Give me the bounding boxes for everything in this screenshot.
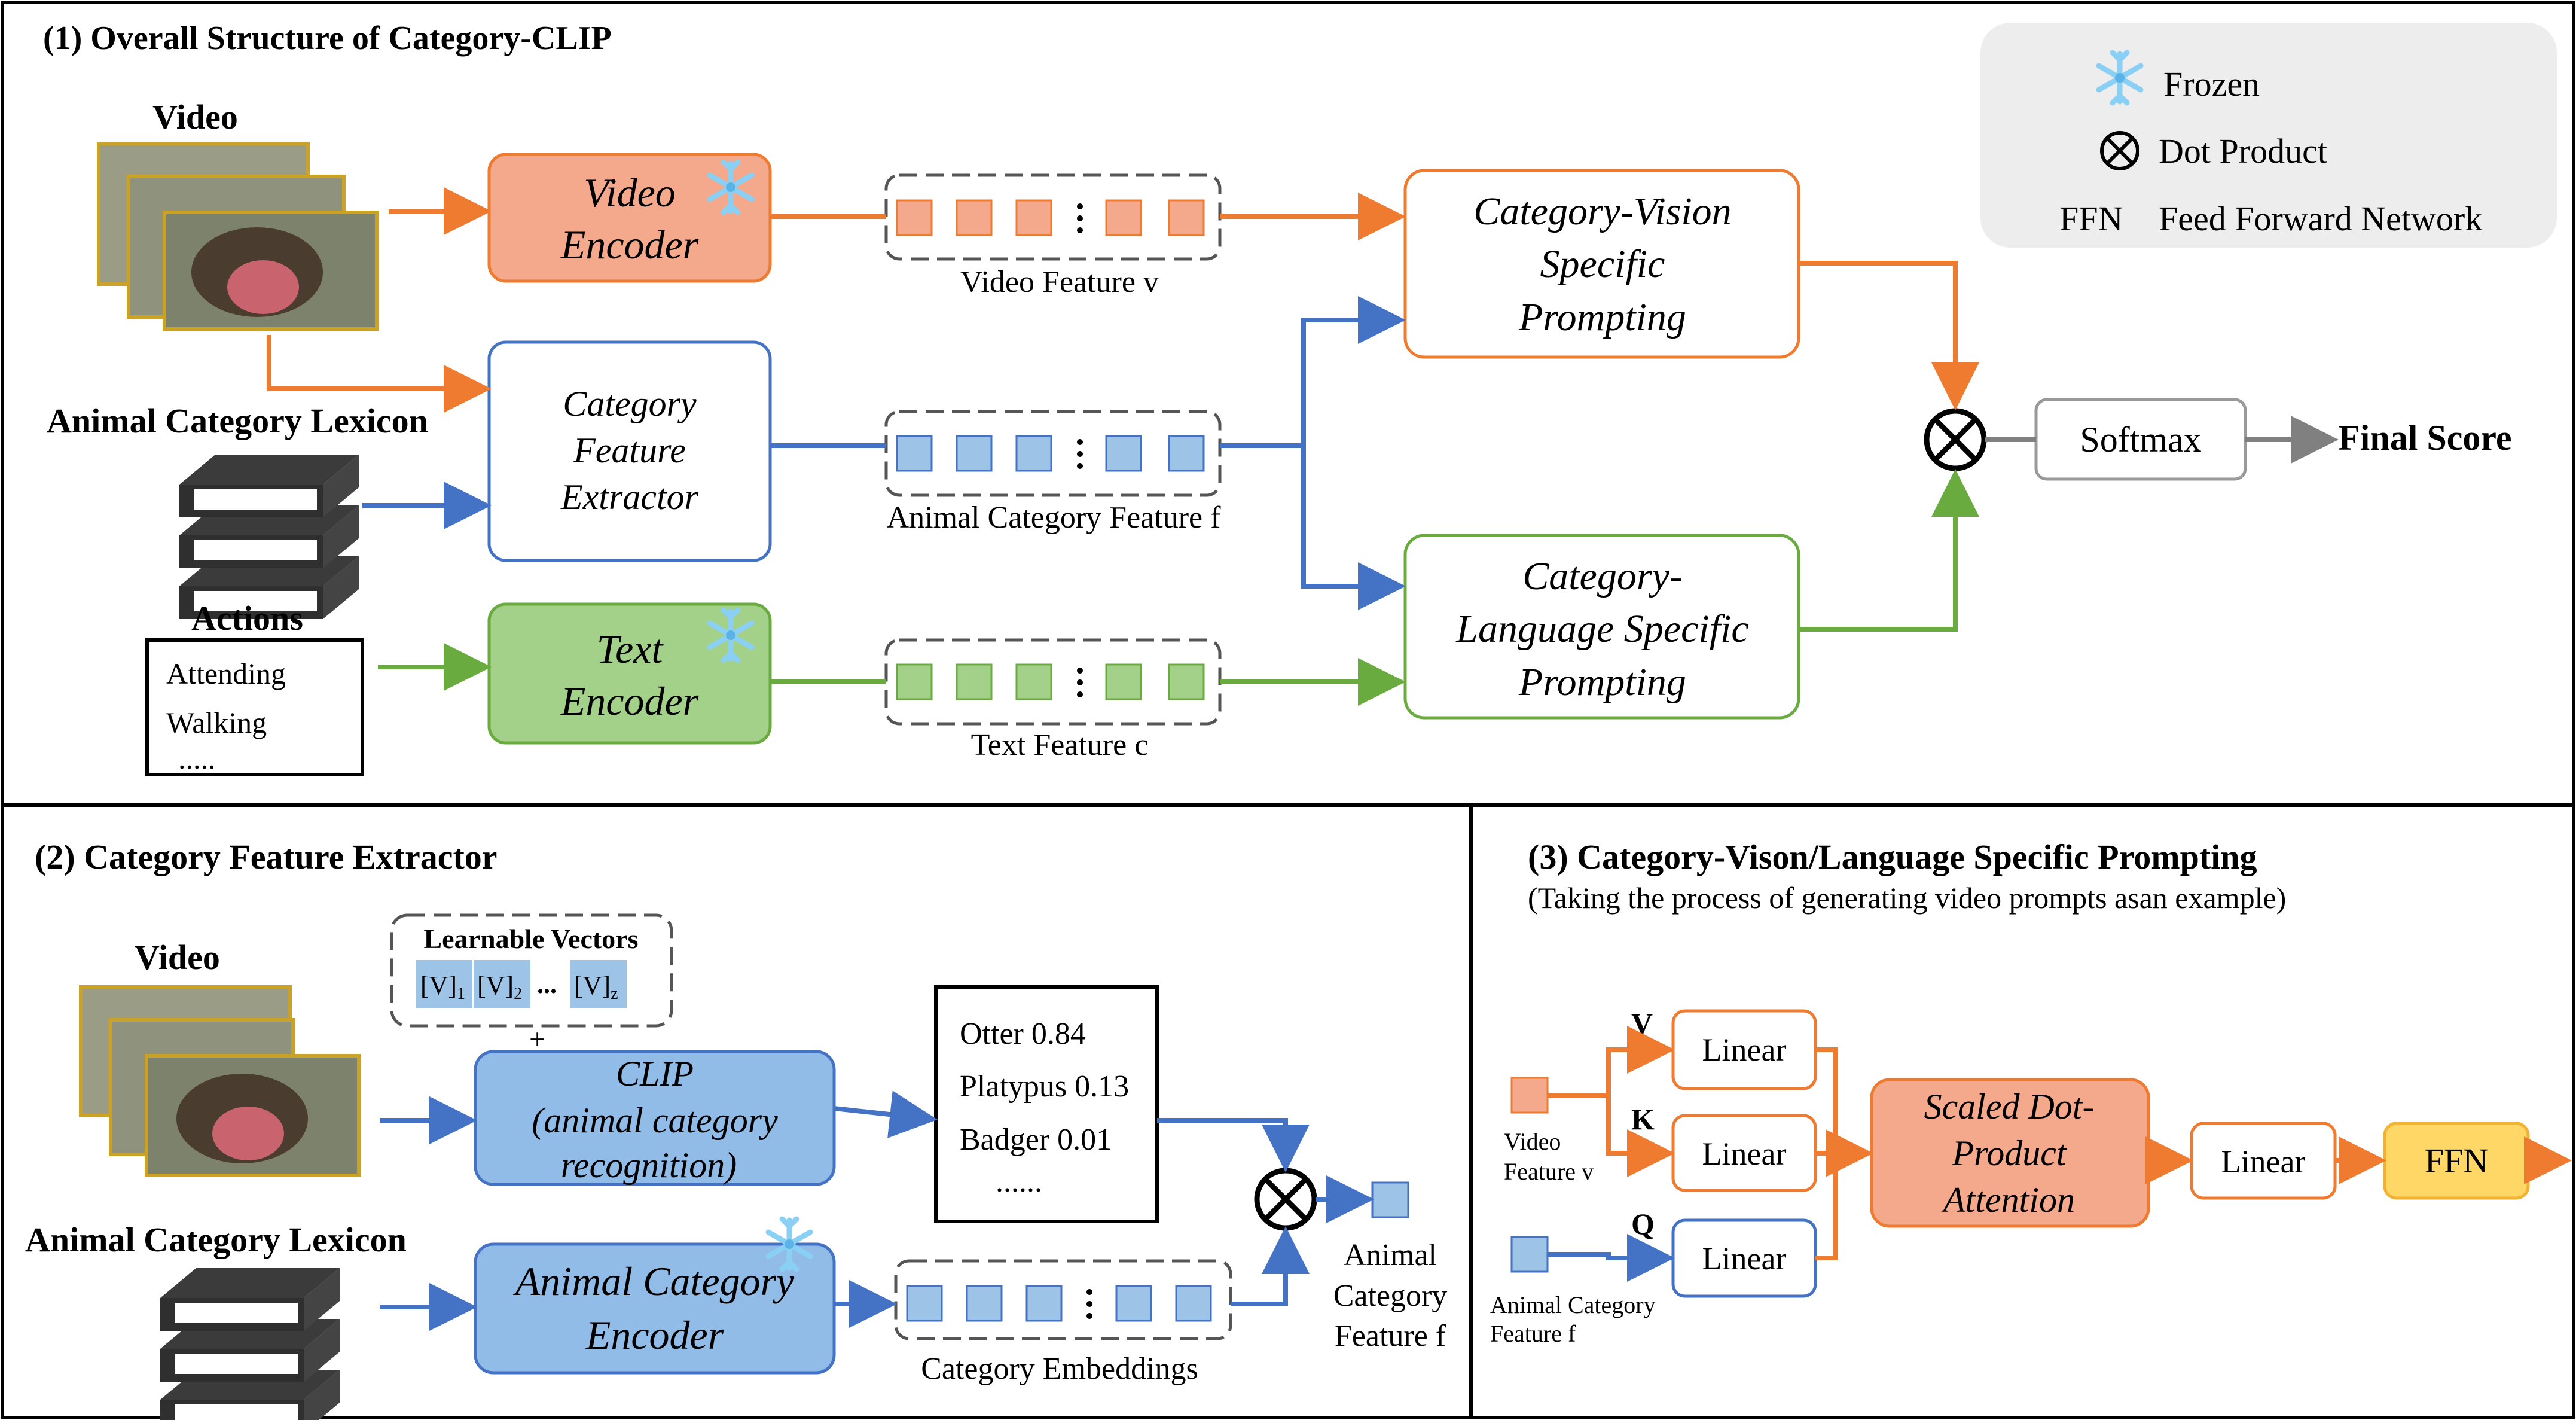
clp-line1: Category- [1522,554,1683,598]
panel3-arrows [1548,1026,2572,1282]
panel1-title: (1) Overall Structure of Category-CLIP [43,20,612,57]
cvp-line2: Specific [1540,242,1665,286]
actions-box [145,638,364,776]
panel2-arrows [380,1090,1374,1331]
q-label: Q [1631,1207,1655,1241]
score-item: Platypus 0.13 [960,1069,1129,1104]
output-line1: Animal [1344,1238,1437,1272]
learnable-vectors-cells [416,960,627,1008]
panel1-lexicon-label: Animal Category Lexicon [47,401,428,440]
panel1-actions-label: Actions [191,599,303,638]
animal-feature-label: Animal Category Feature f [887,501,1222,535]
legend-frozen: Frozen [2163,65,2260,103]
panel2-title: (2) Category Feature Extractor [35,837,498,876]
category-language-prompting [1403,534,1800,720]
panel2-dot-product-icon [1254,1168,1317,1231]
vector-cell-1: [V]1 [420,971,465,1003]
ace-line1: Animal Category [513,1259,795,1304]
attention-line3: Attention [1941,1180,2075,1220]
score-item: ...... [996,1165,1042,1199]
scores-box [934,985,1159,1223]
linear-k-label: Linear [1702,1136,1787,1172]
action-item: Attending [166,657,286,690]
action-item: Walking [166,706,267,739]
panel1-books-icon [179,455,359,619]
p3-video-feature-line1: Video [1504,1128,1561,1155]
score-item: Otter 0.84 [960,1017,1086,1051]
text-encoder-line2: Encoder [560,678,699,724]
output-feature-cell [1371,1181,1409,1218]
video-feature-label: Video Feature v [960,265,1159,299]
linear-v-label: Linear [1702,1032,1787,1068]
attention-line1: Scaled Dot- [1924,1087,2095,1126]
cvp-line3: Prompting [1518,295,1686,339]
cfe-line3: Extractor [560,477,699,517]
p3-video-feature-line2: Feature v [1504,1158,1594,1185]
panel3-frame [1469,803,2575,1419]
attention-line2: Product [1951,1133,2067,1173]
video-encoder-line1: Video [584,170,676,215]
text-feature-label: Text Feature c [971,728,1149,762]
text-feature-vector [884,638,1222,726]
dot-product-icon [1924,408,1987,471]
output-line3: Feature f [1335,1319,1446,1353]
vector-cell-z: [V]z [574,971,618,1003]
output-line2: Category [1333,1279,1448,1313]
cvp-line1: Category-Vision [1473,190,1731,233]
clip-line2: (animal category [532,1101,778,1140]
ace-line2: Encoder [585,1312,724,1358]
panel1-video-label: Video [152,97,238,136]
legend-ffn-full: Feed Forward Network [2159,199,2482,238]
video-feature-vector [884,173,1222,261]
cfe-line1: Category [563,384,697,423]
video-frames-image [97,142,379,331]
panel3-title: (3) Category-Vison/Language Specific Pro… [1528,837,2257,876]
panel3-subtitle: (Taking the process of generating video … [1528,881,2286,915]
p3-animal-feature-line2: Feature f [1490,1320,1576,1347]
ffn-label: FFN [2425,1141,2488,1180]
panel2-video-frames-image [79,985,361,1177]
category-embeddings-label: Category Embeddings [921,1352,1198,1386]
category-embeddings-vector [894,1259,1232,1340]
panel2-lexicon-label: Animal Category Lexicon [25,1220,407,1259]
panel2-video-label: Video [135,938,220,977]
video-feature-cell [1510,1077,1549,1114]
learnable-vectors-label: Learnable Vectors [423,924,638,954]
legend-ffn-abbr: FFN [2059,199,2123,238]
video-encoder-line2: Encoder [560,222,699,267]
final-score: Final Score [2338,418,2512,458]
vector-cell-2: [V]2 [477,971,522,1003]
score-item: Badger 0.01 [960,1123,1112,1157]
p3-animal-feature-line1: Animal Category [1490,1291,1656,1318]
category-feature-extractor [487,340,772,562]
linear-out-label: Linear [2221,1144,2306,1180]
action-item: ..... [178,742,216,775]
panel2-books-icon [160,1268,340,1423]
softmax-label: Softmax [2080,420,2201,459]
clp-line2: Language Specific [1455,607,1748,651]
plus-sign: + [529,1023,545,1055]
legend-dot-product: Dot Product [2159,132,2327,170]
cfe-line2: Feature [573,431,686,470]
clip-line3: recognition) [561,1145,737,1185]
k-label: K [1631,1102,1655,1136]
animal-feature-cell [1510,1236,1549,1273]
linear-q-label: Linear [1702,1241,1787,1276]
clip-line1: CLIP [616,1054,694,1093]
clp-line3: Prompting [1518,660,1686,704]
text-encoder-line1: Text [597,626,664,672]
legend-dot-product-icon [2100,131,2139,170]
animal-feature-vector [884,410,1222,497]
v-label: V [1631,1007,1653,1040]
panel1-arrows [267,187,2339,706]
vector-ellipsis: ... [537,970,557,999]
